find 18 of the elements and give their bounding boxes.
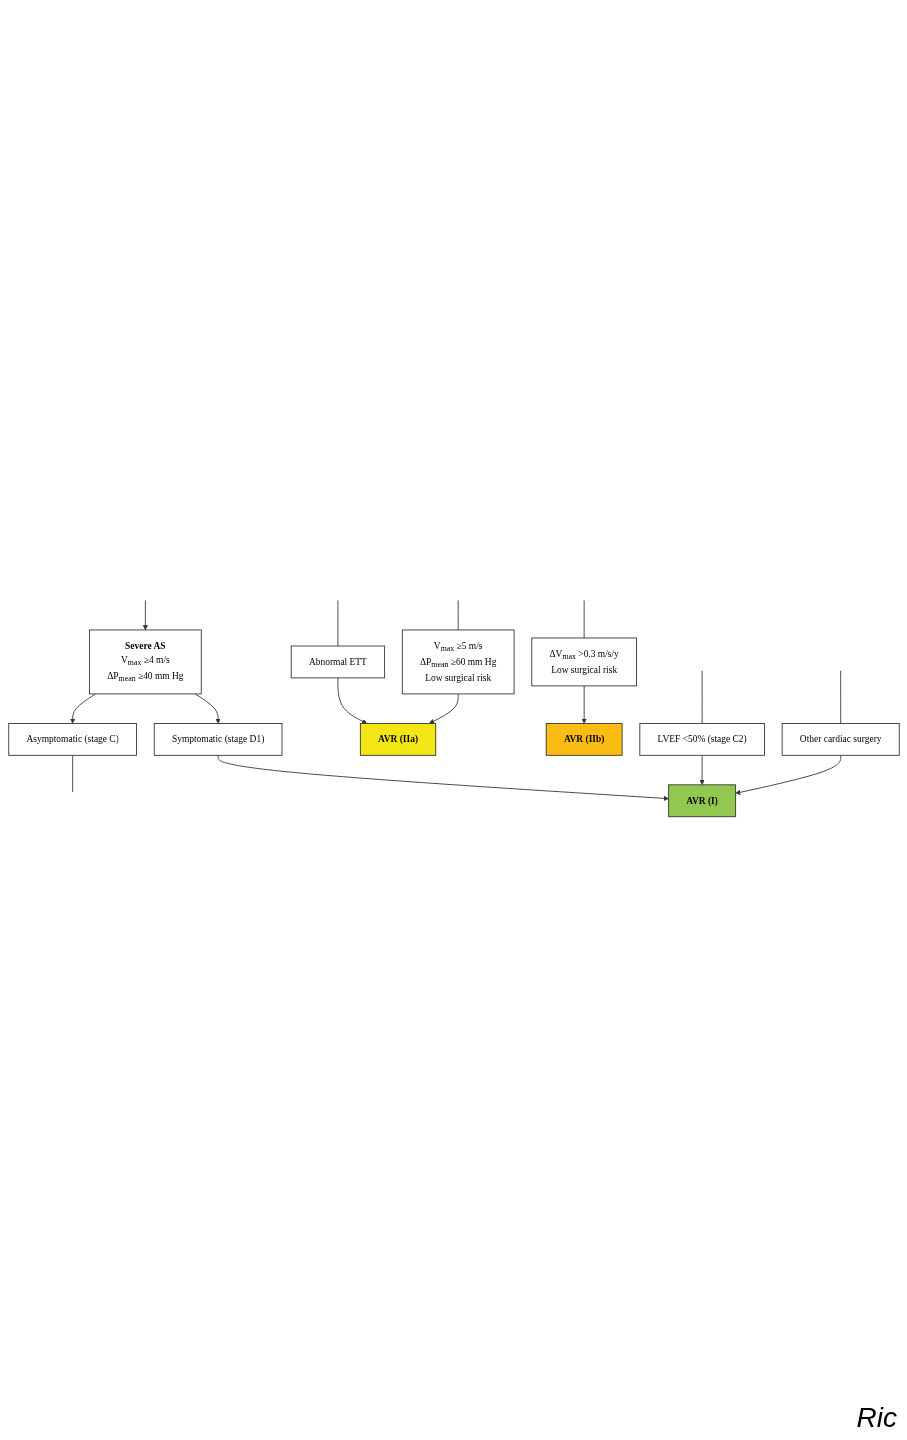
node-box: Symptomatic (stage D1) (153, 723, 282, 757)
node-box: AVR (IIb) (545, 723, 623, 757)
node-box: ΔV$_{max}$ >0.3 m/s/y Low surgical risk (530, 637, 637, 687)
node-box: Asymptomatic (stage C) (7, 723, 137, 757)
node-box: AVR (I) (667, 784, 736, 818)
connector (701, 670, 703, 725)
node-box: V$_{max}$ ≥5 m/s ΔP$_{mean}$ ≥60 mm Hg Low surgical risk (401, 629, 514, 695)
connector (71, 755, 73, 793)
node-box: AVR (IIa) (359, 723, 436, 757)
node-box: LVEF <50% (stage C2) (638, 723, 765, 757)
node-box: Abnormal ETT (290, 645, 385, 679)
connector (457, 600, 459, 631)
node-box: Other cardiac surgery (781, 723, 900, 757)
note-text: Ric (856, 1402, 897, 1433)
connector (336, 600, 338, 647)
connector (583, 600, 585, 639)
node-box: Severe AS V$_{max}$ ≥4 m/s ΔP$_{mean}$ ≥40 mm Hg (88, 629, 202, 695)
connector (839, 670, 841, 725)
